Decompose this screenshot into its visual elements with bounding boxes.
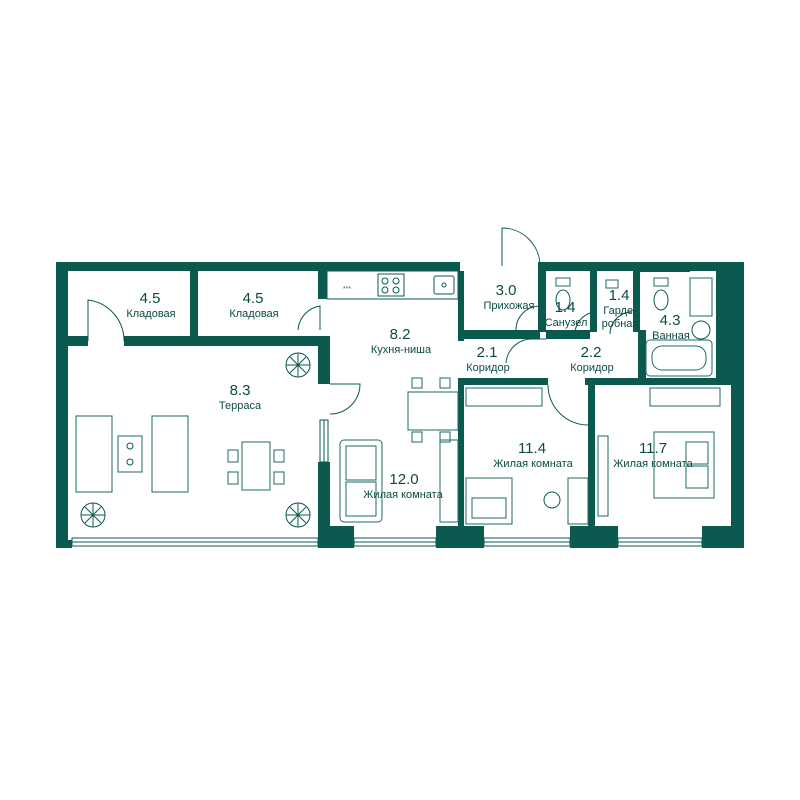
room-label: Коридор bbox=[466, 362, 509, 374]
washing-machine-icon bbox=[689, 277, 713, 340]
room-area: 1.4 bbox=[555, 299, 576, 316]
wardrobe-icon bbox=[439, 387, 721, 523]
room-labels: 4.5 Кладовая 4.5 Кладовая 8.3 Терраса 8.… bbox=[126, 282, 693, 501]
room-label: Терраса bbox=[219, 400, 262, 412]
room-area: 2.2 bbox=[581, 344, 602, 361]
room-area: 8.2 bbox=[390, 326, 411, 343]
sink-icon bbox=[433, 275, 455, 295]
room-label: Жилая комната bbox=[363, 489, 443, 501]
room-label-line: робная bbox=[602, 318, 639, 330]
room-area: 4.5 bbox=[140, 290, 161, 307]
sofa-icon bbox=[75, 415, 383, 523]
room-area: 12.0 bbox=[389, 471, 418, 488]
dining-table-icon bbox=[227, 377, 459, 491]
room-label: Коридор bbox=[570, 362, 613, 374]
windows bbox=[71, 419, 703, 547]
desk-icon bbox=[543, 435, 609, 525]
bed-icon bbox=[465, 431, 715, 525]
room-area: 4.5 bbox=[243, 290, 264, 307]
room-area: 8.3 bbox=[230, 382, 251, 399]
room-label: Ванная bbox=[652, 330, 690, 342]
room-area: 11.4 bbox=[518, 440, 546, 457]
room-label: Гарде-робная bbox=[602, 305, 639, 330]
room-label-line: Гарде- bbox=[603, 305, 637, 317]
svg-text:***: *** bbox=[343, 286, 351, 293]
room-label: Жилая комната bbox=[613, 458, 693, 470]
room-label: Жилая комната bbox=[493, 458, 573, 470]
room-area: 3.0 bbox=[496, 282, 517, 299]
room-area: 1.4 bbox=[609, 287, 630, 304]
bathtub-icon bbox=[645, 339, 713, 377]
room-label: Прихожая bbox=[484, 300, 535, 312]
room-label: Кладовая bbox=[229, 308, 278, 320]
room-area: 2.1 bbox=[477, 344, 498, 361]
stove-icon: *** bbox=[326, 270, 459, 300]
toilet-icon bbox=[555, 277, 669, 311]
room-label: Санузел bbox=[545, 317, 588, 329]
room-label: Кладовая bbox=[126, 308, 175, 320]
room-area: 4.3 bbox=[660, 312, 681, 329]
room-area: 11.7 bbox=[639, 440, 667, 457]
plant-icon bbox=[80, 352, 311, 528]
walls bbox=[56, 262, 744, 548]
door-swing-icon bbox=[87, 227, 633, 426]
room-label: Кухня-ниша bbox=[371, 344, 432, 356]
